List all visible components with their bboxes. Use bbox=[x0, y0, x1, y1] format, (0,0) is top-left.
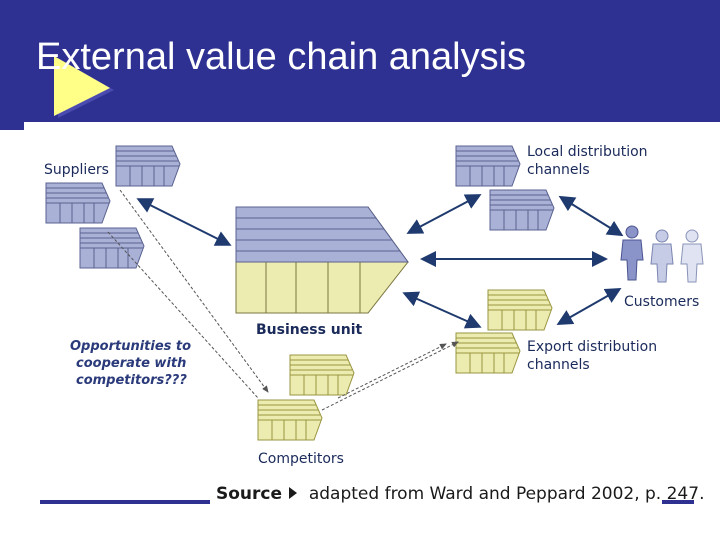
local-channel-block-2 bbox=[489, 189, 555, 231]
export-channels-label-line1: Export distribution bbox=[527, 339, 657, 355]
opportunities-label-line1: Opportunities to bbox=[70, 339, 191, 354]
competitor-block-1 bbox=[289, 354, 355, 396]
source-arrow-icon bbox=[289, 487, 298, 499]
dashed-arrow-competitors-export-2 bbox=[337, 343, 447, 399]
local-channel-block-1 bbox=[455, 145, 521, 187]
export-channel-block-1 bbox=[487, 289, 553, 331]
export-channels-label-line2: channels bbox=[527, 357, 590, 373]
dashed-arrow-suppliers-competitors bbox=[119, 189, 269, 393]
opportunities-label-line2: cooperate with bbox=[76, 356, 186, 371]
play-icon bbox=[54, 56, 114, 118]
title-accent-bar bbox=[0, 122, 24, 130]
local-channels-label-line2: channels bbox=[527, 162, 590, 178]
title-bar bbox=[0, 0, 720, 122]
source-citation: Source adapted from Ward and Peppard 200… bbox=[216, 484, 704, 504]
customer-figure-3 bbox=[680, 229, 704, 283]
footer-rule-left bbox=[40, 500, 210, 504]
footer-rule-right bbox=[662, 500, 694, 504]
business-unit-block bbox=[235, 206, 409, 314]
arrow-export-customers bbox=[556, 288, 622, 325]
opportunities-label-line3: competitors??? bbox=[76, 373, 187, 388]
arrow-suppliers-business bbox=[136, 198, 232, 246]
supplier-block-3 bbox=[79, 227, 145, 269]
arrow-business-local bbox=[406, 194, 482, 234]
customer-figure-1 bbox=[620, 225, 644, 281]
supplier-block-1 bbox=[115, 145, 181, 187]
arrow-business-export bbox=[402, 291, 482, 329]
export-channel-block-2 bbox=[455, 332, 521, 374]
dashed-arrow-competitors-export bbox=[321, 341, 459, 411]
dashed-line-suppliers-competitors-2 bbox=[107, 231, 259, 399]
local-channels-label-line1: Local distribution bbox=[527, 144, 648, 160]
source-text: adapted from Ward and Peppard 2002, p. 2… bbox=[308, 484, 705, 504]
customer-figure-2 bbox=[650, 229, 674, 283]
competitor-block-2 bbox=[257, 399, 323, 441]
competitors-label: Competitors bbox=[258, 451, 344, 467]
supplier-block-2 bbox=[45, 182, 111, 224]
business-unit-label: Business unit bbox=[256, 322, 363, 338]
suppliers-label: Suppliers bbox=[44, 162, 109, 178]
slide-title: External value chain analysis bbox=[36, 36, 527, 78]
source-word: Source bbox=[216, 484, 283, 504]
customers-label: Customers bbox=[624, 294, 699, 310]
arrow-local-customers bbox=[558, 195, 624, 237]
